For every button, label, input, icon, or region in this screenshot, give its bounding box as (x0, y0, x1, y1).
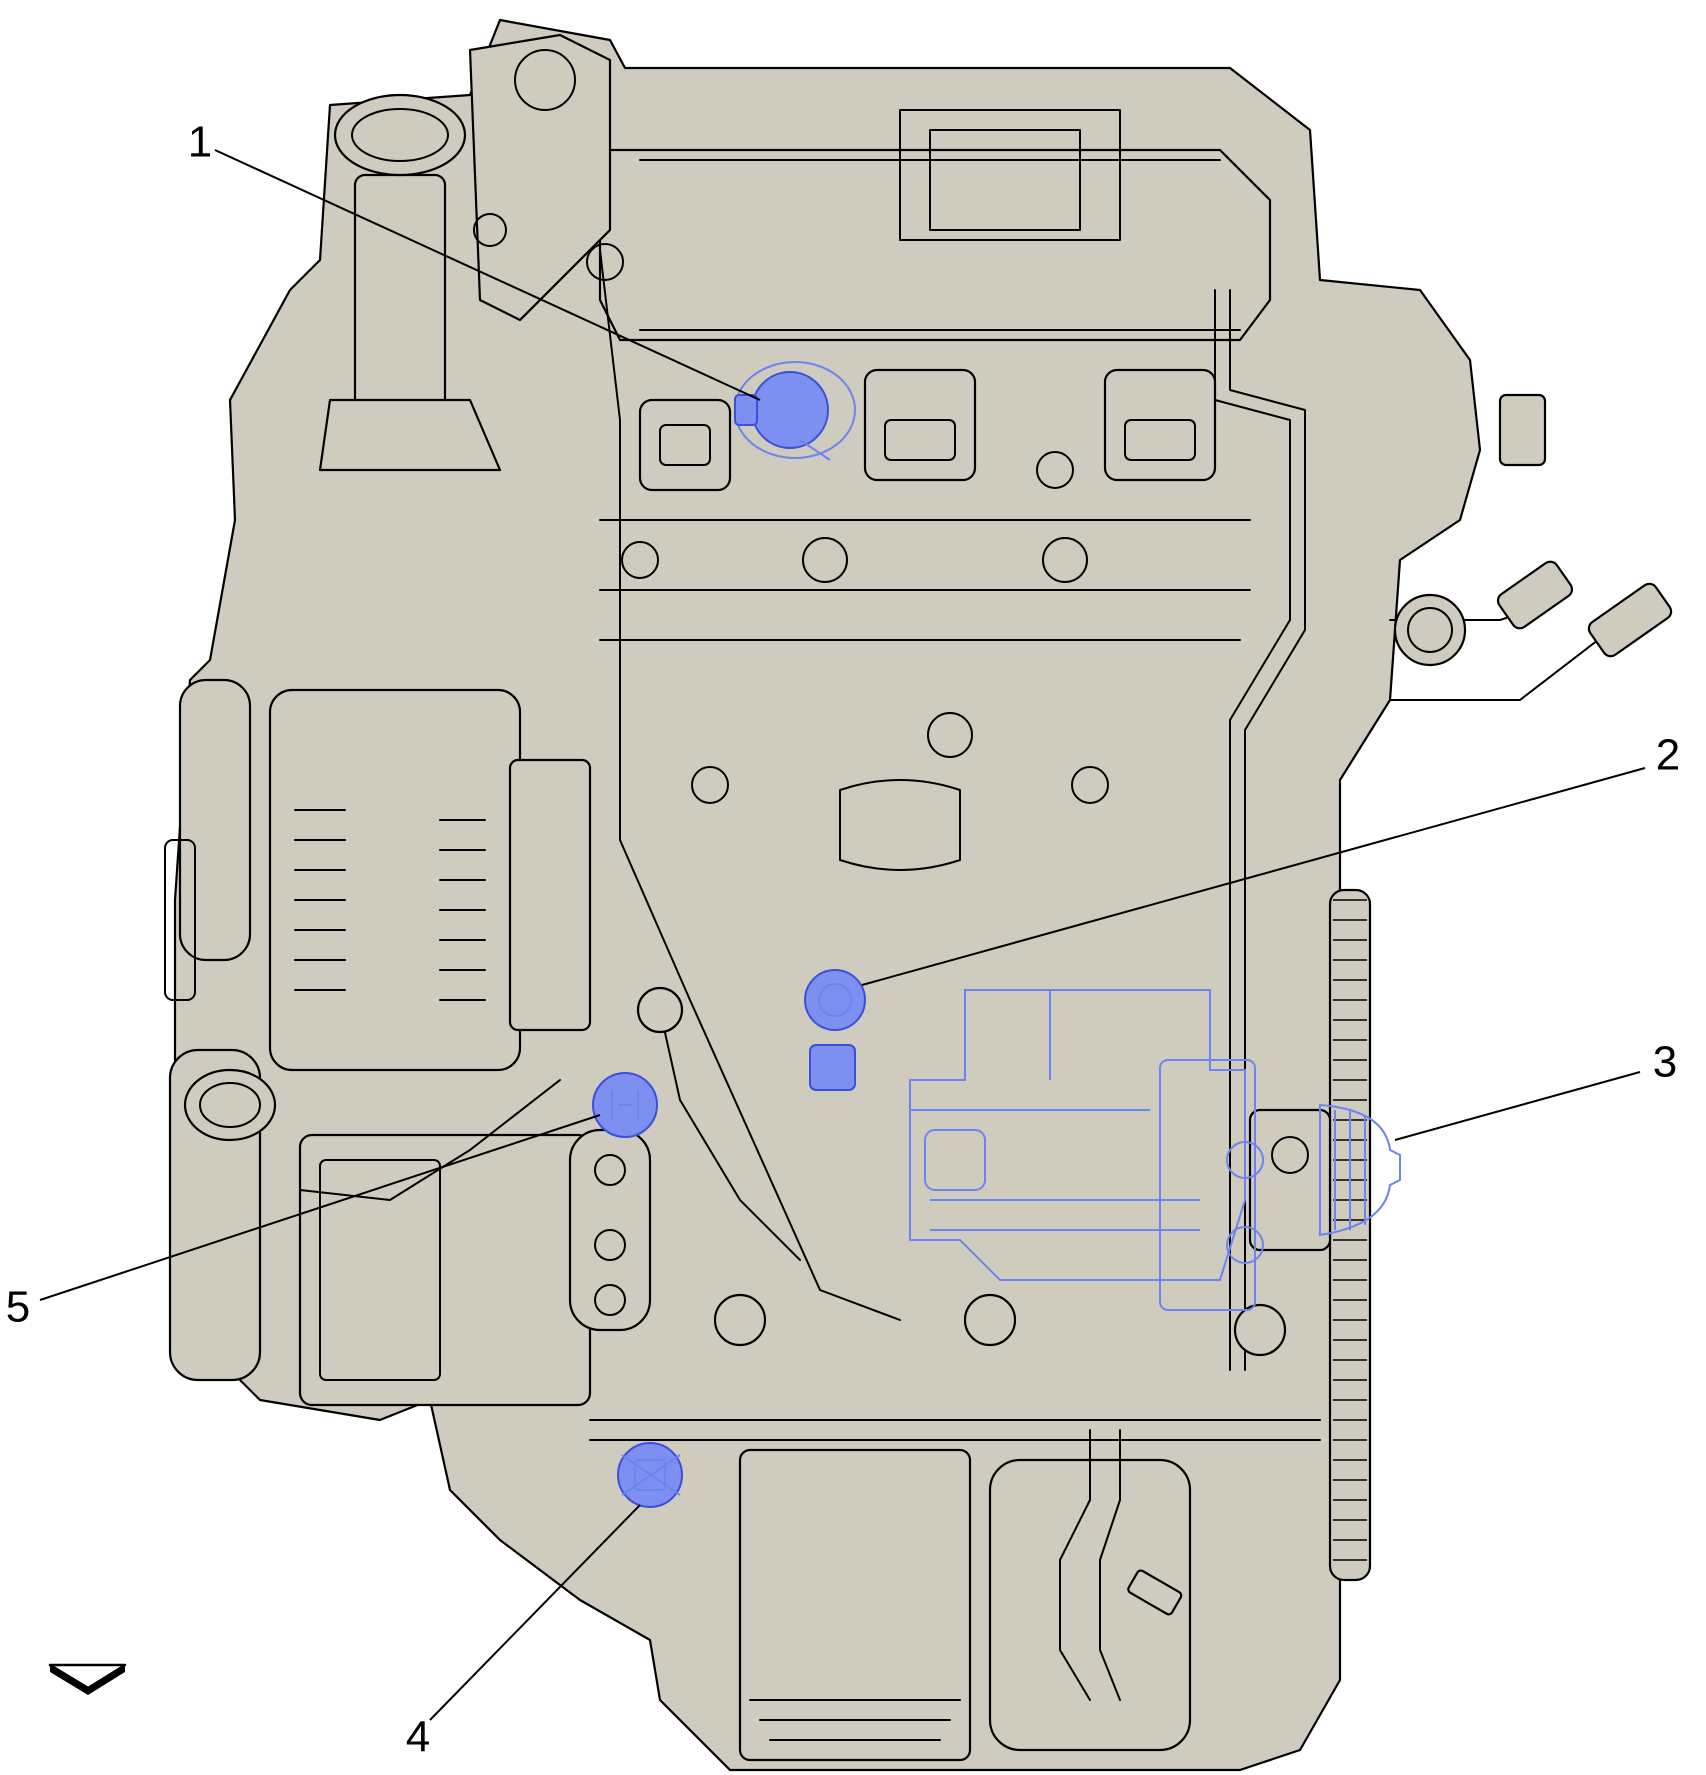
right-connector (1498, 393, 1547, 467)
coil-3-plug (1124, 419, 1196, 461)
callout-3: 3 (1653, 1038, 1677, 1087)
oil-pan (738, 1448, 972, 1762)
mount-nut-left (713, 1293, 767, 1347)
manifold-stud-l (691, 766, 729, 804)
callout-2: 2 (1656, 731, 1680, 780)
starter-bracket (1248, 1108, 1332, 1252)
head-bolt-3 (621, 541, 659, 579)
coil-1 (638, 398, 732, 492)
mount-nut-right (963, 1293, 1017, 1347)
oil-cooler-pipe (1059, 1429, 1091, 1701)
water-outlet-inner (199, 1082, 261, 1128)
alternator-fins-left (294, 809, 346, 991)
camshaft-position-sensor (734, 361, 856, 461)
valve-cover (598, 148, 1272, 342)
head-bolt-1 (802, 537, 848, 583)
thermostat-housing-inner (1407, 607, 1453, 653)
callout-1: 1 (188, 118, 212, 167)
callout-5: 5 (6, 1283, 30, 1332)
oil-pressure-sensor (617, 1442, 683, 1508)
hose-fitting-1 (1496, 560, 1574, 630)
alternator-rear (508, 758, 592, 1032)
ignition-coils (638, 368, 1217, 492)
manifold-stud-r (1071, 766, 1109, 804)
coil-3 (1103, 368, 1217, 482)
callout-4: 4 (406, 1713, 430, 1762)
coil-2-plug (884, 419, 956, 461)
head-bolt-4 (1036, 451, 1074, 489)
throttle-body (468, 33, 612, 322)
leader-3 (1394, 1071, 1641, 1141)
cylinder-head-edge (599, 519, 1251, 641)
drive-pulley-upper (178, 678, 252, 962)
head-bolt-2 (1042, 537, 1088, 583)
oil-filler-tube (353, 173, 447, 417)
alternator-fins-right (439, 819, 486, 1001)
engine-assembly (164, 18, 1673, 1772)
ac-bracket-hole-1 (594, 1154, 626, 1186)
oil-filler-cap (333, 93, 467, 177)
coolant-pipe-edge (1229, 289, 1306, 1371)
front-arrow-down-icon (48, 1663, 127, 1695)
belt-tensioner (164, 839, 196, 1001)
head-bolts (621, 451, 1088, 583)
wire-harness (299, 1079, 561, 1201)
ac-compressor (298, 1133, 592, 1407)
leader-2 (861, 767, 1646, 986)
leader-5 (39, 1114, 601, 1301)
oil-pan-flange (589, 1419, 1321, 1441)
flywheel-ring (1328, 888, 1372, 1582)
throttle-bolt (473, 213, 507, 247)
alternator-fins (294, 809, 486, 1001)
knock-sensor (804, 969, 866, 1091)
oil-pan-ribs (749, 1699, 961, 1741)
ac-bracket-hole-2 (594, 1229, 626, 1261)
dipstick (599, 249, 901, 1321)
water-outlet (183, 1068, 277, 1142)
starter-motor (909, 989, 1401, 1311)
coolant-pipe (1214, 289, 1291, 1371)
oil-filler-cap-ring (351, 108, 449, 162)
starter-bracket-bolt (1271, 1136, 1309, 1174)
crankshaft-position-sensor (592, 1072, 658, 1138)
intake-box-inner (929, 129, 1081, 231)
callout-labels: 1 2 3 4 5 (6, 118, 1680, 1762)
callout-leaders (39, 149, 1646, 1721)
leader-4 (429, 1504, 641, 1721)
exhaust-port (839, 779, 961, 871)
dipstick-handle (586, 243, 624, 281)
throttle-port (514, 49, 576, 111)
coil-1-plug (659, 424, 711, 466)
thermostat-housing (1393, 593, 1467, 667)
highlighted-components (592, 361, 1401, 1508)
oil-cooler-clip (1127, 1569, 1183, 1616)
oil-filler-base (318, 398, 502, 472)
leader-1 (214, 149, 761, 401)
intake-box (899, 109, 1121, 241)
manifold-nut (927, 712, 973, 758)
mount-nut-far-right (1233, 1303, 1287, 1357)
ac-compressor-plate (319, 1159, 441, 1381)
vacuum-hose (659, 1009, 801, 1261)
hose-fitting-2 (1587, 582, 1673, 658)
coil-2 (863, 368, 977, 482)
oil-cooler-pipe-2 (1099, 1429, 1121, 1701)
vacuum-fitting (636, 986, 684, 1034)
ac-bracket-hole-3 (594, 1284, 626, 1316)
